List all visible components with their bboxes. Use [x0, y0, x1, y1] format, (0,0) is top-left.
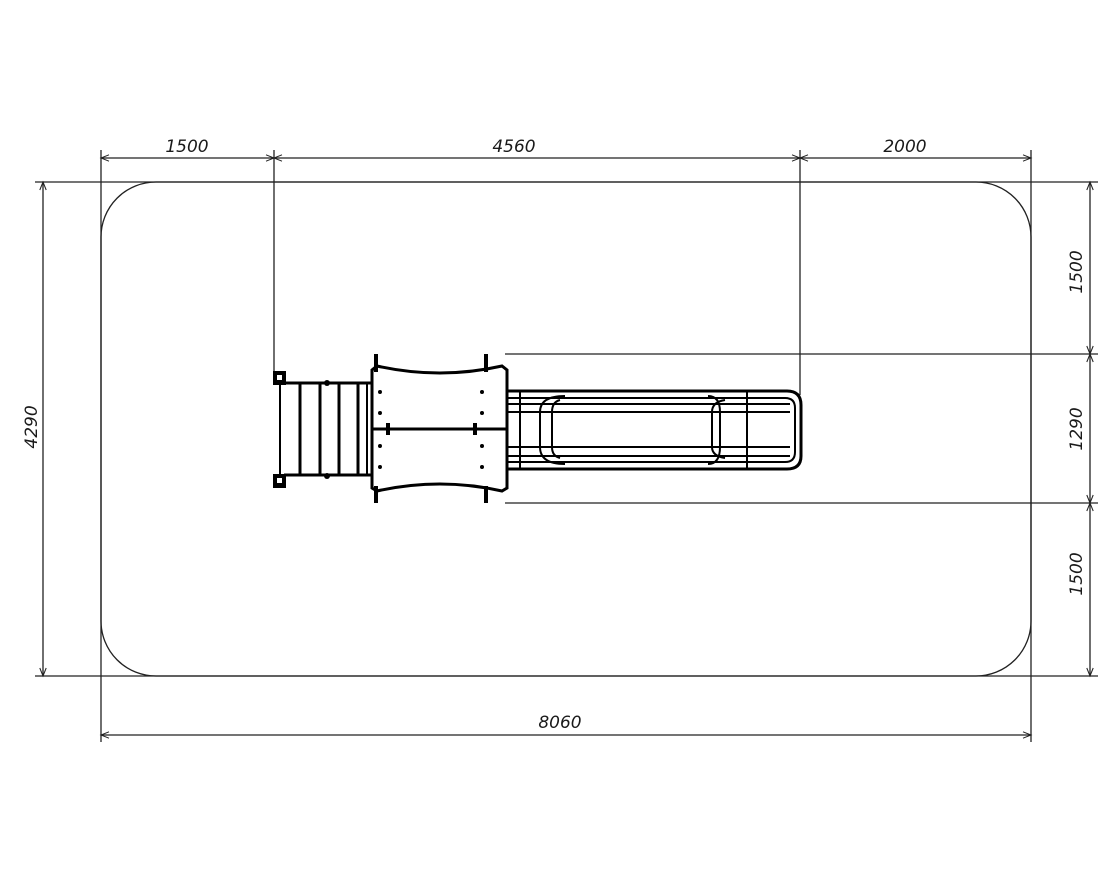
platform [370, 354, 509, 503]
dim-top-left: 1500 [165, 137, 208, 157]
dim-right-middle: 1290 [1067, 407, 1087, 450]
slide [507, 389, 803, 471]
dim-bottom-total: 8060 [538, 713, 581, 733]
dim-top-right: 2000 [883, 137, 926, 157]
dim-top-middle: 4560 [492, 137, 535, 157]
dimension-lines [39, 154, 1094, 739]
safety-zone-outline [100, 181, 1032, 677]
ladder [273, 371, 372, 488]
dim-left-total: 4290 [22, 405, 42, 448]
dim-right-bottom: 1500 [1067, 552, 1087, 595]
dim-right-top: 1500 [1067, 250, 1087, 293]
extension-lines [35, 150, 1098, 742]
